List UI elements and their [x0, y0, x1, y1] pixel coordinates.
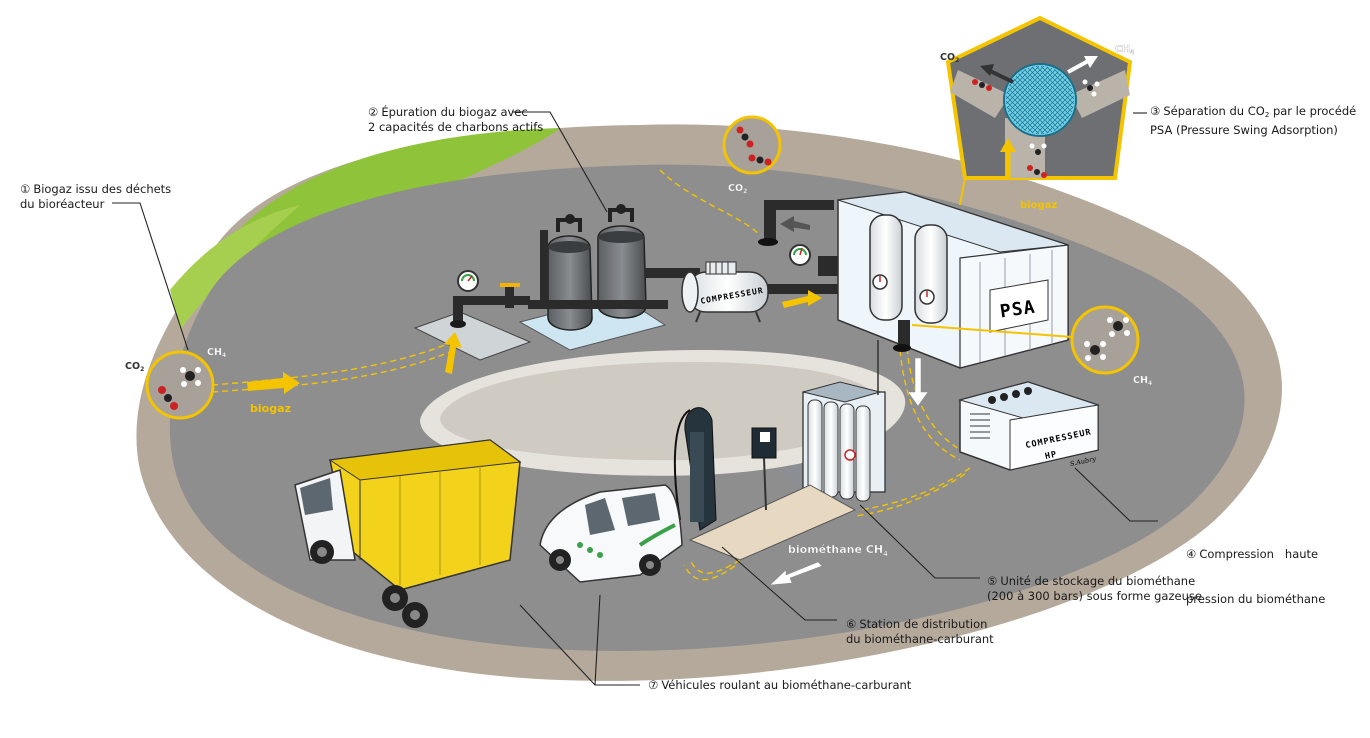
callout-number: ⑥ — [846, 617, 857, 631]
callout-text: Séparation du CO — [1163, 104, 1265, 118]
white-arrows — [769, 357, 929, 586]
callout-text: Station de distribution — [859, 617, 988, 631]
co2-label-biogas: CO2 — [125, 361, 144, 373]
dashed-flow-lines — [211, 169, 971, 581]
psa-label: PSA — [999, 297, 1037, 323]
biomethane-flow-label: biométhane CH4 — [788, 543, 888, 558]
callout-text: Unité de stockage du biométhane — [1000, 574, 1196, 588]
biogas-psa-label: biogaz — [1020, 200, 1057, 211]
biomethane-storage — [780, 340, 895, 512]
callout-number: ② — [368, 105, 379, 119]
yellow-truck — [294, 439, 522, 628]
leader-lines — [112, 111, 1158, 686]
biogas-inlet — [413, 270, 532, 361]
co2-label-filter: CO2 — [728, 183, 747, 195]
molecule-circle-co2 — [722, 115, 782, 175]
callout-number: ④ — [1186, 547, 1197, 561]
flow-arrows — [247, 216, 822, 394]
callout-text: Compression haute — [1199, 547, 1319, 561]
hp-compressor-label-line2: HP — [1044, 450, 1058, 462]
callout-text: 2 capacités de charbons actifs — [368, 120, 544, 134]
molecule-circle-ch4 — [911, 305, 1140, 375]
callout-text: du biométhane-carburant — [846, 632, 994, 646]
molecule-circle-biogas — [145, 350, 215, 420]
callout-text: du bioréacteur — [20, 197, 105, 211]
psa-container: PSA — [837, 191, 1069, 369]
callout-number: ③ — [1150, 104, 1161, 118]
callout-text: Épuration du biogaz avec — [381, 105, 528, 119]
callout-number: ① — [20, 182, 31, 196]
biogas-flow-label: biogaz — [250, 402, 291, 415]
co2-label-psa: CO2 — [940, 52, 959, 64]
callout-text: par le procédé — [1269, 104, 1357, 118]
activated-carbon-filters — [518, 204, 700, 351]
callout-subscript: 2 — [1264, 111, 1270, 119]
ch4-label-output: CH4 — [1133, 375, 1152, 387]
callout-text: Véhicules roulant au biométhane-carburan… — [661, 678, 912, 692]
ch4-label-psa: CH4 — [1115, 44, 1134, 56]
callout-number: ⑤ — [987, 574, 998, 588]
callout-text: pression du biométhane — [1186, 592, 1326, 606]
callout-number: ⑦ — [648, 678, 659, 692]
psa-separation-inset — [945, 15, 1133, 206]
callout-text: PSA (Pressure Swing Adsorption) — [1150, 123, 1338, 137]
white-van — [539, 484, 683, 583]
callout-text: Biogaz issu des déchets — [33, 182, 172, 196]
ch4-label-biogas: CH4 — [207, 347, 226, 359]
hp-compressor: COMPRESSEUR HP — [958, 381, 1100, 471]
callout-text: (200 à 300 bars) sous forme gazeuse — [987, 589, 1202, 603]
fuel-station — [673, 407, 857, 561]
